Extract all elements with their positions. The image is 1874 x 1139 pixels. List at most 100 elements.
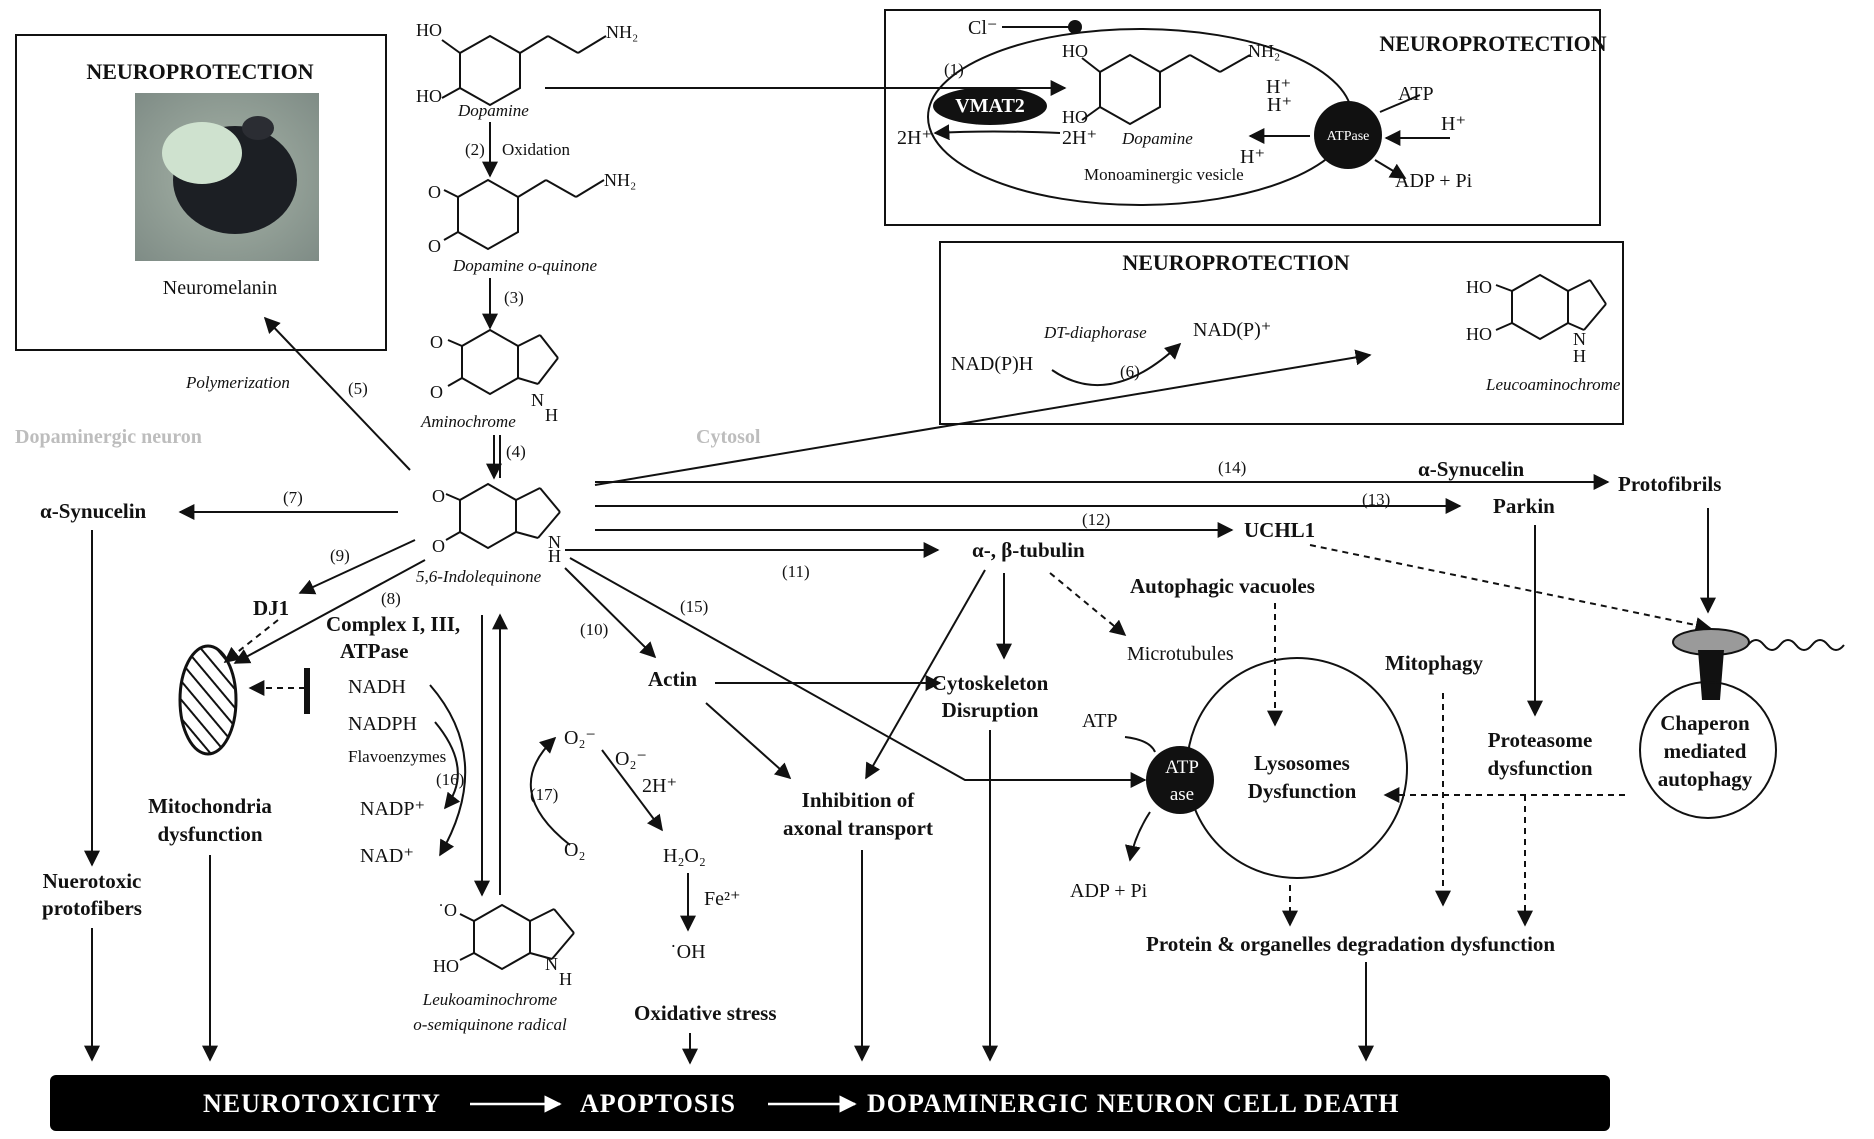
- proton-right: 2H⁺: [1062, 127, 1097, 149]
- step-number: (1): [944, 60, 964, 79]
- cytoskeleton-label-1: Cytoskeleton: [932, 671, 1049, 695]
- aminochrome-structure: O O N H: [430, 328, 559, 425]
- fe-label: Fe²⁺: [704, 888, 741, 910]
- right-branch: Autophagic vacuoles Mitophagy ATP ase AT…: [1070, 574, 1845, 1062]
- mito-label-2: dysfunction: [157, 822, 262, 846]
- o2-radical-label: O₂⁻: [564, 727, 596, 749]
- dopamine-label: Dopamine: [457, 101, 529, 120]
- lysosomes-label-2: Dysfunction: [1248, 779, 1357, 803]
- nadp-label: NAD(P)⁺: [1193, 319, 1271, 341]
- oxygen-label: O: [430, 332, 443, 352]
- proteasome-label-1: Proteasome: [1488, 728, 1593, 752]
- uchl1-label: UCHL1: [1244, 518, 1315, 542]
- step-number: (11): [782, 562, 810, 581]
- step-number: (16): [436, 770, 464, 789]
- amine-label: NH₂: [1248, 41, 1280, 61]
- o2-label: O₂: [564, 839, 585, 861]
- microtubules-label: Microtubules: [1127, 643, 1234, 665]
- vesicle-dopamine-label: Dopamine: [1121, 129, 1193, 148]
- nadph-label: NADPH: [348, 713, 417, 735]
- cell-death-label: DOPAMINERGIC NEURON CELL DEATH: [867, 1089, 1399, 1118]
- inhibition-label-2: axonal transport: [783, 816, 933, 840]
- hydrogen-label: H: [548, 546, 561, 566]
- redox-cycle: NADH NADPH Flavoenzymes (16) NADP⁺ NAD⁺ …: [348, 613, 777, 1065]
- leucoaminochrome-label: Leucoaminochrome: [1485, 375, 1621, 394]
- adp-label: ADP + Pi: [1070, 880, 1148, 902]
- polymerization-label: Polymerization: [185, 373, 290, 392]
- step-number: (9): [330, 546, 350, 565]
- protofibers-label-1: Nuerotoxic: [43, 869, 142, 893]
- step-number: (8): [381, 589, 401, 608]
- oxygen-label: O: [432, 536, 445, 556]
- nadph-label: NAD(P)H: [951, 353, 1033, 375]
- outcome-banner: NEUROTOXICITY APOPTOSIS DOPAMINERGIC NEU…: [50, 1075, 1610, 1131]
- semiquinone-label-1: Leukoaminochrome: [422, 990, 558, 1009]
- neuron-region-label: Dopaminergic neuron: [15, 426, 202, 448]
- parkin-label: Parkin: [1493, 494, 1555, 518]
- dopamine-structure: HO HO NH₂: [416, 20, 638, 107]
- step-number: (14): [1218, 458, 1246, 477]
- hydroxyl-label: HO: [1466, 277, 1492, 297]
- two-h-label: 2H⁺: [642, 775, 677, 797]
- dopamine-quinone-structure: O O NH₂: [428, 170, 636, 256]
- mitochondrion-icon: [178, 644, 238, 756]
- proton-out-label: H⁺: [1441, 113, 1466, 135]
- proton-label: H⁺: [1267, 94, 1292, 116]
- hydroxyl-label: HO: [1466, 324, 1492, 344]
- proton-left: 2H⁺: [897, 127, 932, 149]
- proteasome-label-2: dysfunction: [1487, 756, 1592, 780]
- step-number: (4): [506, 442, 526, 461]
- step-number: (12): [1082, 510, 1110, 529]
- step-number: (2): [465, 140, 485, 159]
- atpase-pump: [1314, 101, 1382, 169]
- nad-label: NAD⁺: [360, 845, 414, 867]
- hydroxyl-radical-label: ˙OH: [670, 941, 706, 963]
- protofibrils-label: Protofibrils: [1618, 472, 1721, 496]
- tubulin-label: α-, β-tubulin: [972, 538, 1085, 562]
- flavoenzymes-label: Flavoenzymes: [348, 747, 446, 766]
- vesicle-label: Monoaminergic vesicle: [1084, 165, 1244, 184]
- complex-label-2: ATPase: [340, 639, 408, 663]
- hydrogen-label: H: [545, 405, 558, 425]
- vesicle-dopamine-structure: HO HO NH₂: [1062, 41, 1280, 127]
- vmat2-label: VMAT2: [955, 95, 1025, 117]
- box-title: NEUROPROTECTION: [1122, 250, 1349, 275]
- hydroxyl-label: HO: [416, 86, 442, 106]
- middle-branch: (10) Actin Inhibition of axonal transpor…: [564, 457, 1721, 1062]
- step-number: (5): [348, 379, 368, 398]
- oxygen-label: O: [428, 182, 441, 202]
- amine-label: NH₂: [604, 170, 636, 190]
- oxygen-label: O: [432, 486, 445, 506]
- dopamine-oxidation-pathway: HO HO NH₂ Dopamine (2) Oxidation O O NH₂…: [416, 20, 1067, 586]
- nitrogen-label: N: [545, 954, 558, 974]
- nitrogen-label: N: [531, 390, 544, 410]
- neurotoxicity-label: NEUROTOXICITY: [203, 1089, 441, 1118]
- oxidative-stress-label: Oxidative stress: [634, 1001, 777, 1025]
- chaperone-circle: [1639, 681, 1777, 819]
- cytosol-region-label: Cytosol: [696, 426, 761, 448]
- polymerization-arrow: [263, 316, 411, 471]
- proton-label: H⁺: [1240, 146, 1265, 168]
- protofibers-label-2: protofibers: [42, 896, 142, 920]
- dj1-label: DJ1: [253, 596, 289, 620]
- arrow-to-leucoaminochrome: [594, 349, 1372, 486]
- nitrogen-label: N: [1573, 329, 1586, 349]
- chaperon-label-3: autophagy: [1658, 767, 1753, 791]
- semiquinone-structure: ˙O HO N H: [433, 900, 575, 989]
- neuromelanin-micrograph: [135, 93, 319, 261]
- indolequinone-label: 5,6-Indolequinone: [416, 567, 542, 586]
- apoptosis-label: APOPTOSIS: [580, 1089, 736, 1118]
- hydroxyl-label: HO: [1062, 107, 1088, 127]
- actin-label: Actin: [648, 667, 697, 691]
- adp-label: ADP + Pi: [1395, 170, 1473, 192]
- mito-label-1: Mitochondria: [148, 794, 272, 818]
- h2o2-label: H₂O₂: [663, 845, 706, 867]
- degradation-label: Protein & organelles degradation dysfunc…: [1146, 932, 1555, 956]
- radical-oxygen-label: ˙O: [438, 900, 457, 920]
- nadh-label: NADH: [348, 676, 406, 698]
- oxidation-label: Oxidation: [502, 140, 570, 159]
- hydroxyl-label: HO: [1062, 41, 1088, 61]
- left-branch: (7) α-Synucelin Nuerotoxic protofibers (…: [40, 488, 460, 1062]
- neuroprotection-vesicle-box: NEUROPROTECTION Cl⁻ (1) VMAT2 2H⁺ 2H⁺ HO…: [884, 9, 1607, 226]
